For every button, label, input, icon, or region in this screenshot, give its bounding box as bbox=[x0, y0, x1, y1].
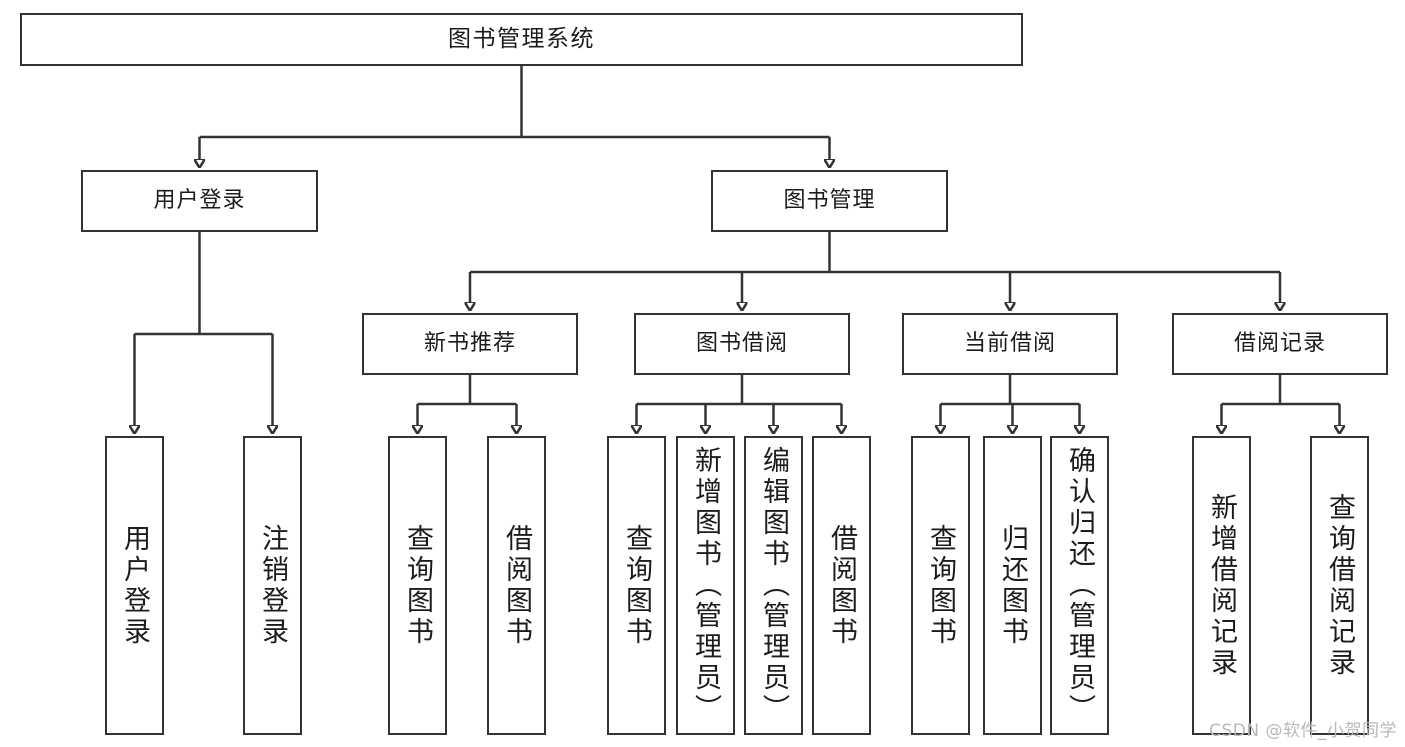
node-new-book-recommend[interactable]: 新书推荐 bbox=[362, 313, 578, 375]
leaf-query-book-recommend[interactable]: 查询图书 bbox=[388, 436, 447, 735]
node-root-label: 图书管理系统 bbox=[448, 25, 595, 52]
leaf-borrow-book[interactable]: 借阅图书 bbox=[812, 436, 871, 735]
leaf-query-borrow-record-label: 查询借阅记录 bbox=[1324, 492, 1355, 679]
leaf-query-borrow-record[interactable]: 查询借阅记录 bbox=[1310, 436, 1369, 735]
node-user-login-label: 用户登录 bbox=[153, 188, 246, 214]
leaf-query-book-current[interactable]: 查询图书 bbox=[911, 436, 970, 735]
leaf-query-book-borrow[interactable]: 查询图书 bbox=[607, 436, 666, 735]
leaf-logout[interactable]: 注销登录 bbox=[243, 436, 302, 735]
leaf-return-book-label: 归还图书 bbox=[997, 523, 1028, 648]
watermark: CSDN @软件_小贺同学 bbox=[1209, 721, 1397, 741]
node-book-borrow[interactable]: 图书借阅 bbox=[634, 313, 850, 375]
leaf-query-book-recommend-label: 查询图书 bbox=[402, 523, 433, 648]
node-current-borrow[interactable]: 当前借阅 bbox=[902, 313, 1118, 375]
node-new-book-recommend-label: 新书推荐 bbox=[423, 331, 516, 357]
node-user-login[interactable]: 用户登录 bbox=[81, 170, 318, 232]
node-book-management[interactable]: 图书管理 bbox=[711, 170, 948, 232]
leaf-add-borrow-record-label: 新增借阅记录 bbox=[1206, 492, 1237, 679]
leaf-return-book[interactable]: 归还图书 bbox=[983, 436, 1042, 735]
leaf-query-book-current-label: 查询图书 bbox=[925, 523, 956, 648]
node-borrow-record-label: 借阅记录 bbox=[1233, 331, 1326, 357]
leaf-user-login[interactable]: 用户登录 bbox=[105, 436, 164, 735]
leaf-confirm-return-admin[interactable]: 确认归还（管理员） bbox=[1050, 436, 1109, 735]
node-root[interactable]: 图书管理系统 bbox=[20, 13, 1023, 66]
node-book-borrow-label: 图书借阅 bbox=[695, 331, 788, 357]
leaf-confirm-return-admin-label: 确认归还（管理员） bbox=[1064, 446, 1095, 725]
leaf-add-book-admin[interactable]: 新增图书（管理员） bbox=[676, 436, 735, 735]
leaf-edit-book-admin-label: 编辑图书（管理员） bbox=[758, 446, 789, 725]
node-borrow-record[interactable]: 借阅记录 bbox=[1172, 313, 1388, 375]
leaf-edit-book-admin[interactable]: 编辑图书（管理员） bbox=[744, 436, 803, 735]
leaf-user-login-label: 用户登录 bbox=[119, 523, 150, 648]
leaf-borrow-book-recommend[interactable]: 借阅图书 bbox=[487, 436, 546, 735]
leaf-borrow-book-recommend-label: 借阅图书 bbox=[501, 523, 532, 648]
leaf-add-book-admin-label: 新增图书（管理员） bbox=[690, 446, 721, 725]
leaf-add-borrow-record[interactable]: 新增借阅记录 bbox=[1192, 436, 1251, 735]
node-current-borrow-label: 当前借阅 bbox=[963, 331, 1056, 357]
leaf-logout-label: 注销登录 bbox=[257, 523, 288, 648]
node-book-management-label: 图书管理 bbox=[783, 188, 876, 214]
leaf-query-book-borrow-label: 查询图书 bbox=[621, 523, 652, 648]
leaf-borrow-book-label: 借阅图书 bbox=[826, 523, 857, 648]
